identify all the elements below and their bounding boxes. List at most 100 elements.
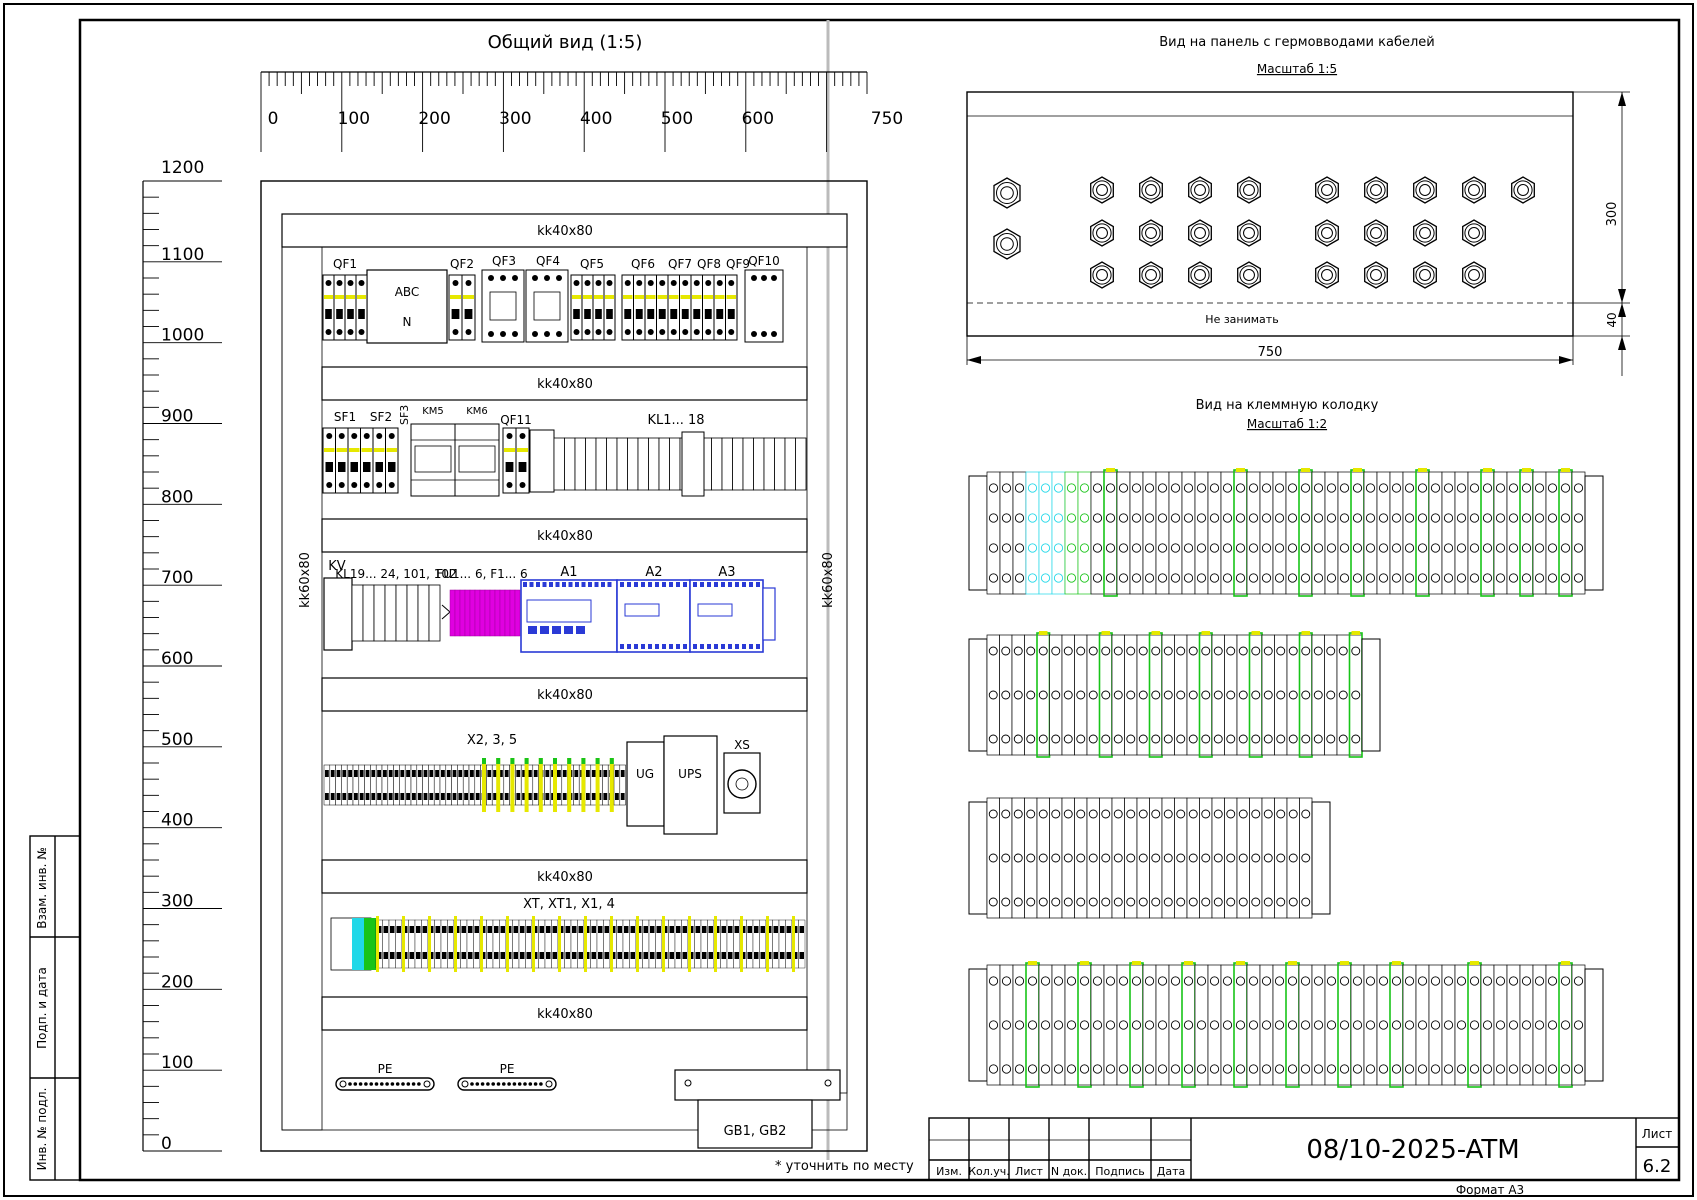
- terminal-screw: [1138, 897, 1148, 907]
- a2-terminal: [676, 644, 680, 649]
- block-endplate: [1361, 638, 1381, 752]
- relay-divider: [681, 431, 705, 497]
- terminal-screw: [1157, 976, 1168, 986]
- terminal-screw: [773, 952, 778, 959]
- terminal-screw: [1170, 1020, 1181, 1030]
- pe-marker: [609, 758, 614, 764]
- terminal-screw: [1495, 1064, 1506, 1074]
- qf5-pole: [603, 274, 616, 341]
- xt-label: XT, XT1, X1, 4: [523, 897, 615, 912]
- breaker-marker: [594, 295, 603, 299]
- block-terminal: [1168, 471, 1183, 595]
- terminal-screw: [1222, 1020, 1233, 1030]
- terminal-screw: [1251, 646, 1261, 656]
- terminal-screw: [1404, 543, 1415, 553]
- breaker-marker: [669, 295, 679, 299]
- terminal-screw: [1027, 483, 1038, 493]
- terminal-screw: [442, 952, 447, 959]
- terminal-screw: [1378, 573, 1389, 583]
- terminal-screw: [1274, 513, 1285, 523]
- terminal-screw: [533, 952, 538, 959]
- terminal-screw: [689, 952, 694, 959]
- terminal-screw: [330, 793, 335, 800]
- terminal-screw: [734, 926, 739, 933]
- terminal-screw: [1040, 1020, 1051, 1030]
- breaker-screw: [358, 280, 365, 286]
- ruler-label: 0: [161, 1134, 172, 1154]
- terminal-screw: [522, 770, 526, 777]
- terminal-screw: [1014, 513, 1025, 523]
- terminal-screw: [441, 793, 445, 800]
- terminal-screw: [1063, 690, 1073, 700]
- pe-bolt: [395, 1082, 400, 1086]
- terminal-screw: [1352, 513, 1363, 523]
- gland-ring: [1141, 180, 1161, 200]
- terminal-screw: [988, 809, 998, 819]
- terminal-screw: [1118, 483, 1129, 493]
- terminal-screw: [435, 952, 440, 959]
- terminal-screw: [1352, 1064, 1363, 1074]
- gland-core: [1000, 186, 1014, 200]
- terminal-screw: [1226, 897, 1236, 907]
- breaker-screw: [624, 329, 631, 335]
- bracket-hole: [824, 1079, 832, 1087]
- gland-dimensions: [966, 91, 1630, 376]
- terminal-screw: [1274, 483, 1285, 493]
- terminal-screw: [1213, 809, 1223, 819]
- avr-top-label: ABC: [395, 285, 420, 299]
- terminal-screw: [1469, 573, 1480, 583]
- qf10-screw: [761, 331, 767, 337]
- terminal-screw: [1105, 573, 1116, 583]
- terminal-screw: [1482, 513, 1493, 523]
- terminal-screw: [578, 926, 583, 933]
- gland-ring: [1141, 265, 1161, 285]
- terminal-screw: [1495, 513, 1506, 523]
- terminal-screw: [1066, 483, 1077, 493]
- terminal-screw: [1151, 897, 1161, 907]
- terminal-screw: [1209, 976, 1220, 986]
- breaker-screw: [336, 280, 343, 286]
- terminal-screw: [1038, 853, 1048, 863]
- terminal-screw: [1001, 897, 1011, 907]
- fuse-holder: [504, 589, 511, 637]
- terminal-screw: [1213, 690, 1223, 700]
- terminal-screw: [1196, 513, 1207, 523]
- terminal-screw: [1235, 513, 1246, 523]
- terminal-screw: [474, 926, 479, 933]
- breaker-handle: [573, 309, 580, 319]
- gland-core: [1321, 227, 1333, 239]
- fuse-holder: [469, 589, 476, 637]
- terminal-screw: [1092, 573, 1103, 583]
- terminal-screw: [617, 952, 622, 959]
- relay-kl: [721, 437, 733, 491]
- terminal-screw: [377, 926, 382, 933]
- terminal-screw: [448, 926, 453, 933]
- terminal-screw: [1300, 573, 1311, 583]
- title-block: [928, 1117, 1680, 1181]
- terminal-screw: [1248, 543, 1259, 553]
- gland-core: [1419, 227, 1431, 239]
- breaker-handle: [606, 309, 613, 319]
- terminal-screw: [1443, 573, 1454, 583]
- breaker-screw: [693, 329, 700, 335]
- terminal-screw: [1063, 809, 1073, 819]
- terminal-screw: [1027, 976, 1038, 986]
- terminal-screw: [1157, 483, 1168, 493]
- terminal: [619, 764, 626, 806]
- terminal-screw: [1126, 734, 1136, 744]
- terminal-screw: [1313, 734, 1323, 744]
- terminal-screw: [1188, 646, 1198, 656]
- sf-pole: [385, 427, 399, 494]
- terminal-screw: [423, 770, 428, 777]
- terminal-screw: [552, 926, 557, 933]
- a2-label: A2: [645, 565, 662, 580]
- terminal-screw: [1339, 976, 1350, 986]
- terminal-screw: [452, 793, 457, 800]
- terminal-screw: [1066, 513, 1077, 523]
- terminal-screw: [1430, 483, 1441, 493]
- relay-kl: [732, 437, 744, 491]
- pe-marker: [524, 758, 529, 764]
- fuse-holder: [474, 589, 481, 637]
- terminal-screw: [1088, 734, 1098, 744]
- terminal-screw: [388, 770, 393, 777]
